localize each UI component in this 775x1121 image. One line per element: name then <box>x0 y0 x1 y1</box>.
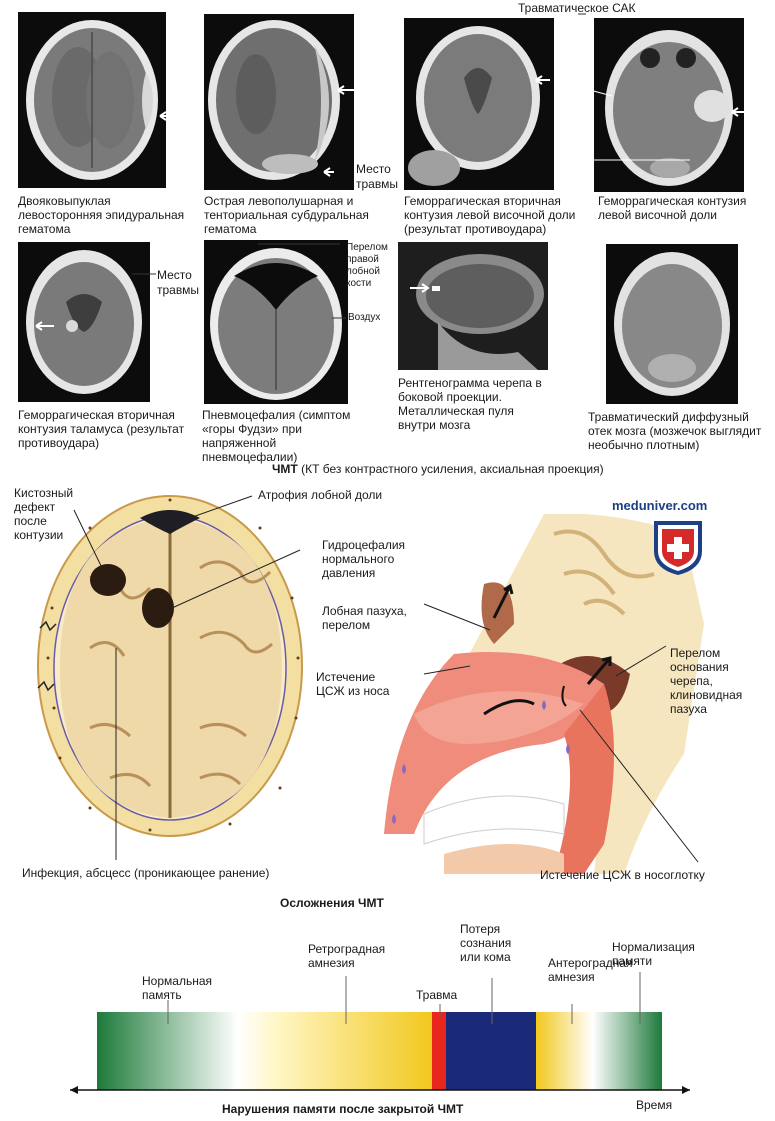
label-frontal-fracture: Перелом правой лобной кости <box>346 242 388 289</box>
memory-timeline <box>70 972 690 1094</box>
label-retrograde-amnesia: Ретроградная амнезия <box>308 942 386 970</box>
ct-image-temporal-contusion <box>404 18 554 190</box>
caption-diffuse-edema: Травматический диффузный отек мозга (моз… <box>588 410 762 452</box>
ct-image-pneumocephalus <box>204 240 348 404</box>
label-time: Время <box>636 1098 673 1112</box>
label-trauma-sak: Травматическое САК <box>518 1 636 15</box>
ct-section-title: ЧМТ (КТ без контрастного усиления, аксиа… <box>272 462 692 476</box>
label-infection: Инфекция, абсцесс (проникающее ранение) <box>22 866 270 880</box>
label-frontal-atrophy: Атрофия лобной доли <box>258 488 383 502</box>
caption-temporal-contusion: Геморрагическая вторичная контузия левой… <box>404 194 576 236</box>
label-anterograde-amnesia: Антероградная амнезия <box>548 956 633 984</box>
label-csf-throat: Истечение ЦСЖ в носоглотку <box>540 868 705 882</box>
label-trauma-site-2: Место травмы <box>157 268 199 297</box>
ct-title-rest: (КТ без контрастного усиления, аксиальна… <box>297 462 604 476</box>
complications-title: Осложнения ЧМТ <box>280 896 384 910</box>
memory-title: Нарушения памяти после закрытой ЧМТ <box>222 1102 464 1116</box>
ct-image-skull-xray <box>398 242 548 370</box>
row1-arrows <box>159 13 748 177</box>
label-hydrocephalus: Гидроцефалия нормального давления <box>322 538 406 580</box>
label-skull-base-fracture: Перелом основания черепа, клиновидная па… <box>670 646 743 716</box>
label-normal-memory: Нормальная память <box>142 974 212 1002</box>
label-cystic-defect: Кистозный дефект после контузии <box>14 486 74 542</box>
brain-axial-illustration <box>37 495 303 837</box>
label-air: Воздух <box>348 312 381 323</box>
label-csf-nose: Истечение ЦСЖ из носа <box>316 670 390 698</box>
label-trauma-site-1: Место травмы <box>356 162 398 191</box>
ct-image-epidural <box>18 12 166 188</box>
caption-subdural: Острая левополушарная и тенториальная су… <box>204 194 369 236</box>
logo-shield-icon <box>654 521 702 575</box>
label-memory-normalization: Нормализация памяти <box>612 940 695 968</box>
logo-text: meduniver.com <box>612 498 708 513</box>
caption-thalamus: Геморрагическая вторичная контузия талам… <box>18 408 185 450</box>
ct-title-bold: ЧМТ <box>272 462 298 476</box>
ct-image-diffuse-edema <box>606 244 738 404</box>
label-coma: Потеря сознания или кома <box>460 922 512 964</box>
row2-arrows <box>132 243 346 319</box>
ct-image-hemorrhagic-contusion <box>594 18 744 192</box>
nasal-leader-lines <box>423 603 699 863</box>
caption-epidural: Двояковыпуклая левосторонняя эпидуральна… <box>18 194 185 236</box>
caption-skull-xray: Рентгенограмма черепа в боковой проекции… <box>398 376 542 432</box>
ct-image-thalamus <box>18 242 150 402</box>
brain-leader-lines <box>73 495 301 860</box>
label-trauma: Травма <box>416 988 458 1002</box>
caption-pneumocephalus: Пневмоцефалия (симптом «горы Фудзи» при … <box>202 408 351 464</box>
nasal-sagittal-illustration <box>384 514 704 874</box>
meduniver-logo: meduniver.com <box>612 498 732 577</box>
caption-hemorrhagic-contusion: Геморрагическая контузия левой височной … <box>598 194 747 222</box>
ct-image-subdural <box>204 14 354 190</box>
label-frontal-sinus: Лобная пазуха, перелом <box>322 604 407 632</box>
